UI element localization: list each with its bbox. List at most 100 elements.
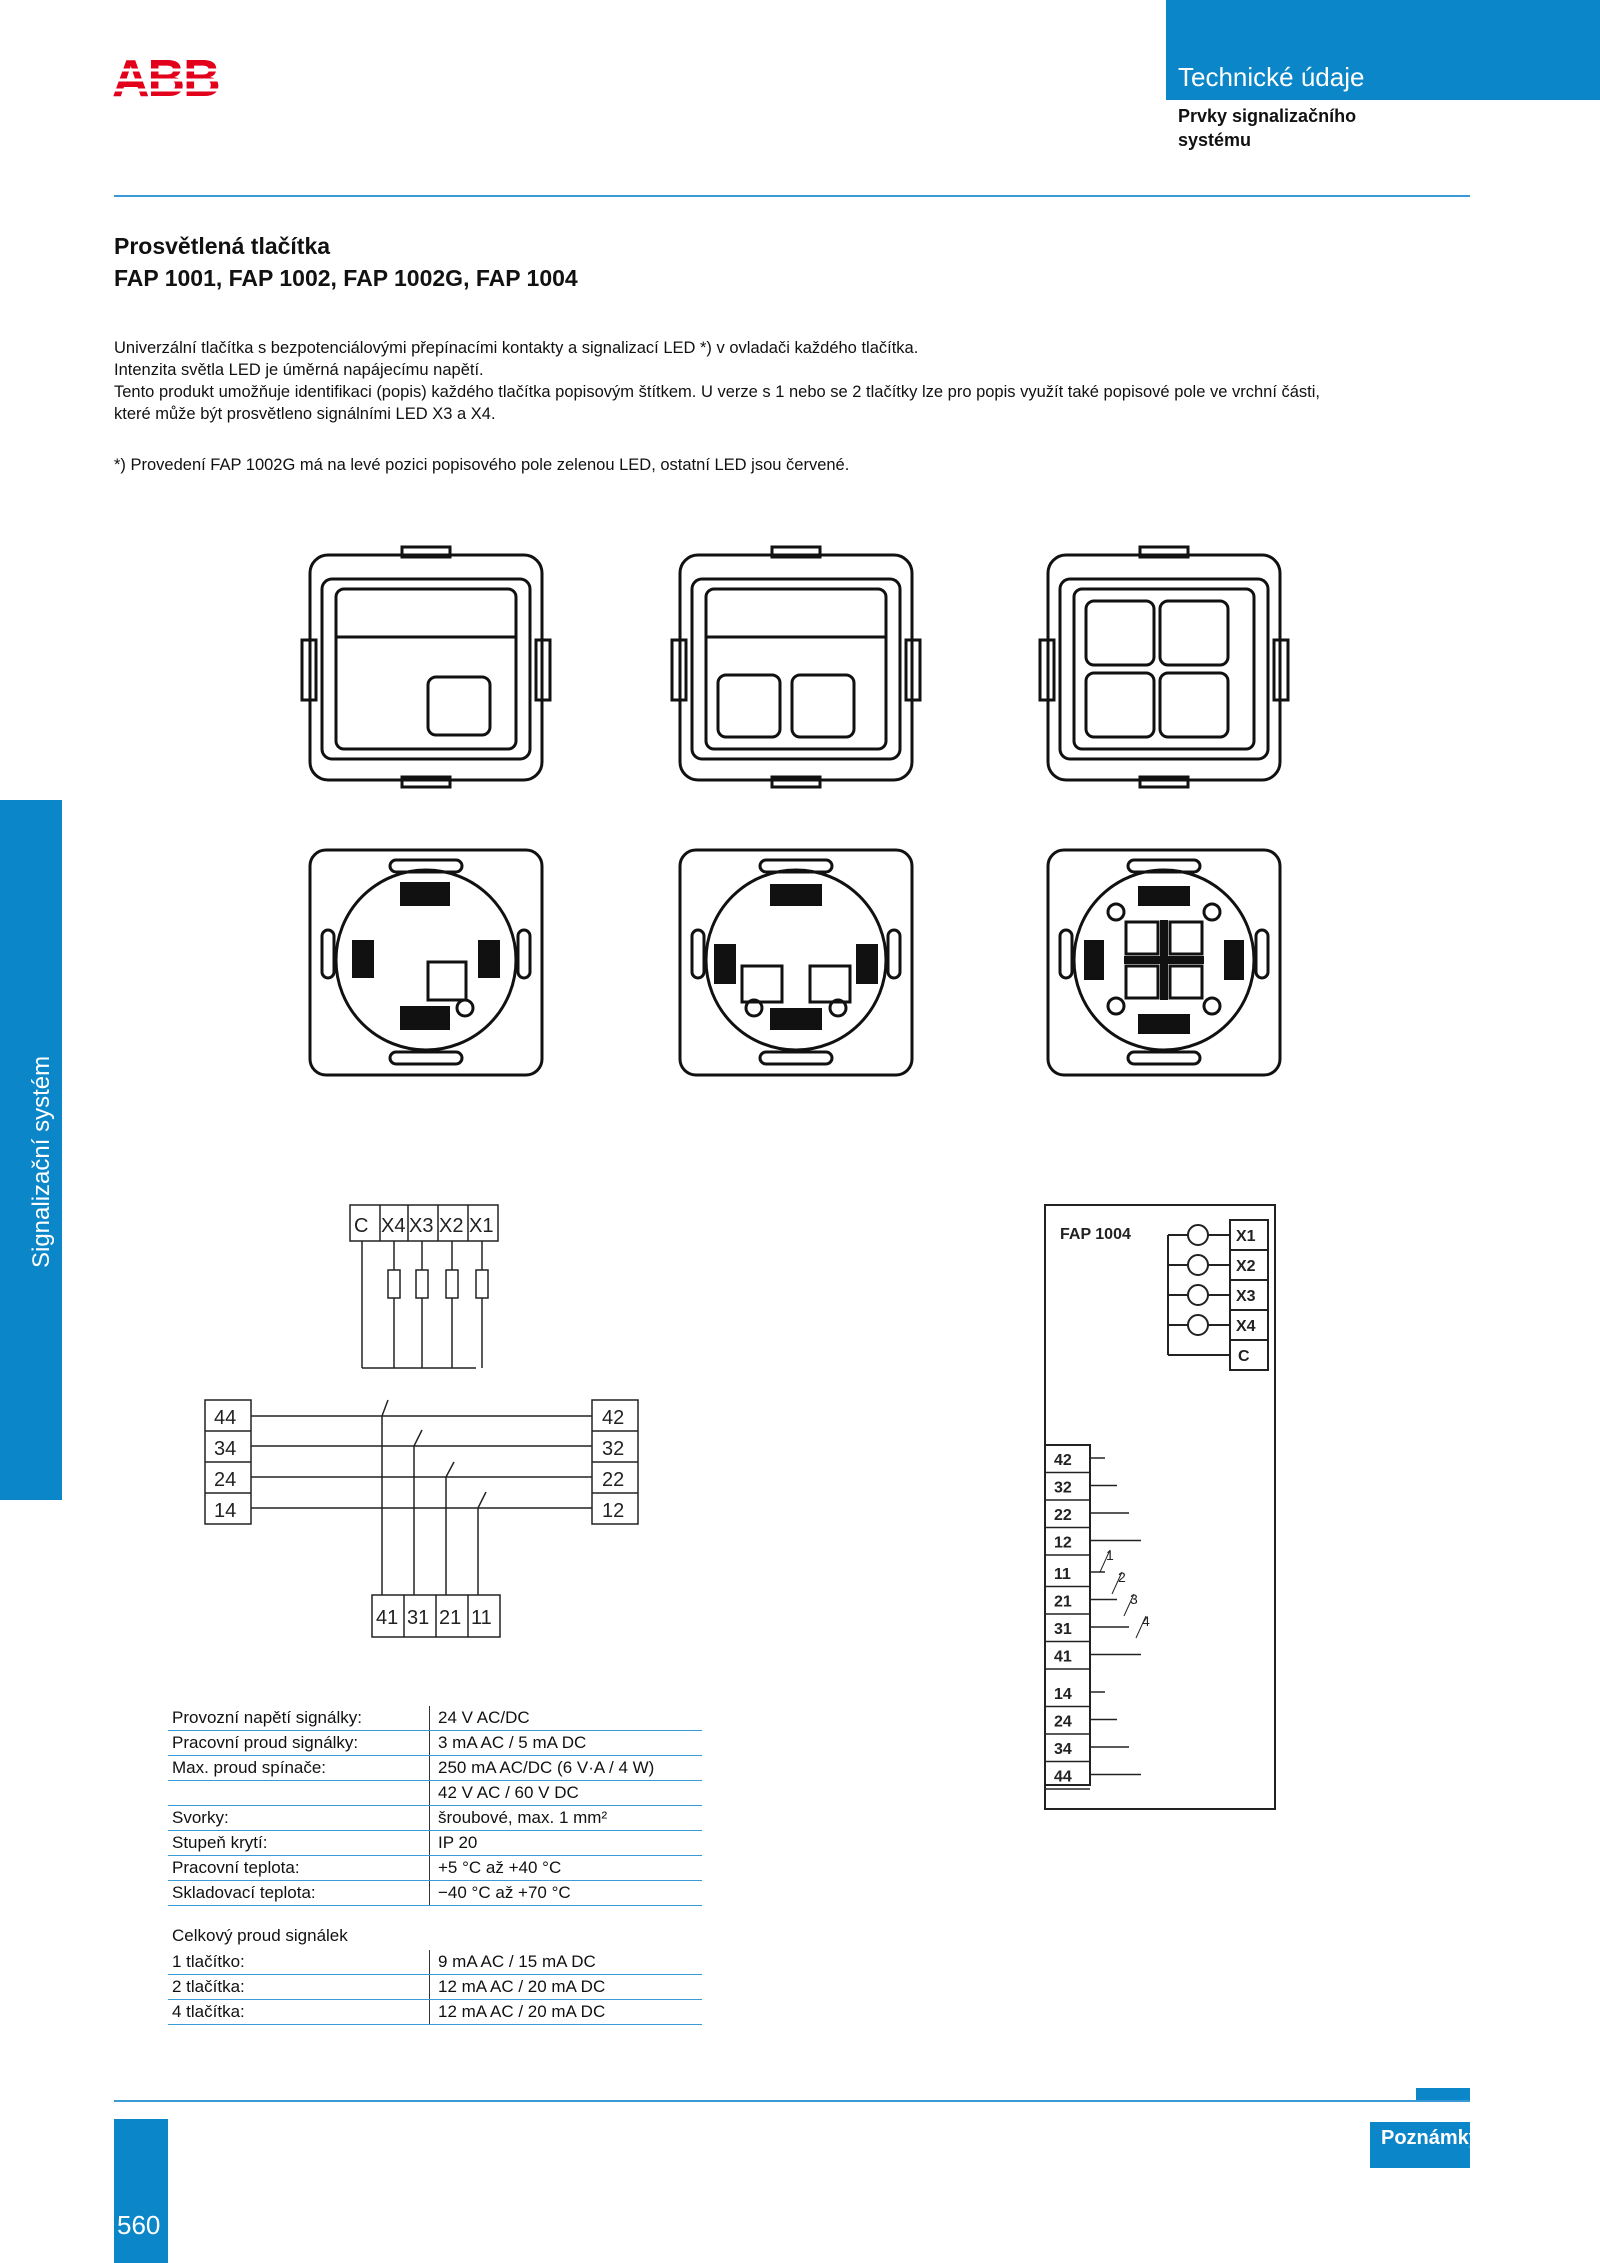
spec-label: 2 tlačítka: bbox=[168, 1974, 430, 2000]
terminal-label: 21 bbox=[1054, 1594, 1072, 1611]
terminal-label: 24 bbox=[214, 1469, 236, 1491]
spec-label: Max. proud spínače: bbox=[168, 1755, 430, 1781]
spec-label: 1 tlačítko: bbox=[168, 1950, 430, 1975]
spec-value: 12 mA AC / 20 mA DC bbox=[429, 1974, 702, 2000]
product-front-drawings bbox=[300, 545, 1290, 789]
terminal-label: 34 bbox=[1054, 1741, 1072, 1758]
spec-row: Pracovní teplota:+5 °C až +40 °C bbox=[168, 1855, 702, 1881]
fap-1004-insert-drawing bbox=[1046, 848, 1282, 1077]
switch-number: 2 bbox=[1118, 1569, 1126, 1585]
spec-value: 3 mA AC / 5 mA DC bbox=[429, 1730, 702, 1756]
spec-label: Pracovní proud signálky: bbox=[168, 1730, 430, 1756]
spec-row: 1 tlačítko:9 mA AC / 15 mA DC bbox=[168, 1950, 702, 1975]
model-label: FAP 1004 bbox=[1060, 1226, 1131, 1243]
fap-1004-front-drawing bbox=[1038, 545, 1290, 789]
terminal-grid bbox=[1045, 1457, 1141, 1790]
spec-value: −40 °C až +70 °C bbox=[429, 1880, 702, 1906]
fap-1002-front-drawing bbox=[670, 545, 922, 789]
fap-1002-insert-drawing bbox=[678, 848, 914, 1077]
terminal-label: X3 bbox=[409, 1215, 433, 1237]
terminal-label: 31 bbox=[407, 1607, 429, 1629]
spec-label: Svorky: bbox=[168, 1805, 430, 1831]
switch-contact bbox=[1135, 1615, 1147, 1639]
spec-row: Stupeň krytí:IP 20 bbox=[168, 1830, 702, 1856]
spec-value: 9 mA AC / 15 mA DC bbox=[429, 1950, 702, 1975]
terminal-label: 41 bbox=[1054, 1649, 1072, 1666]
fap-1001-insert-drawing bbox=[308, 848, 544, 1077]
header-tab bbox=[1166, 0, 1600, 100]
spec-value: IP 20 bbox=[429, 1830, 702, 1856]
spec-row: Svorky:šroubové, max. 1 mm² bbox=[168, 1805, 702, 1831]
terminal-label: 12 bbox=[1054, 1535, 1072, 1552]
spec-label: Skladovací teplota: bbox=[168, 1880, 430, 1906]
spec-value: 12 mA AC / 20 mA DC bbox=[429, 1999, 702, 2025]
spec-label: Stupeň krytí: bbox=[168, 1830, 430, 1856]
notes-label: Poznámky bbox=[1381, 2127, 1480, 2149]
wiring-diagram-right: FAP 1004 X1 X2 X3 X4 C 42322212112131411… bbox=[1044, 1204, 1276, 1810]
terminal-label: 21 bbox=[439, 1607, 461, 1629]
footnote: *) Provedení FAP 1002G má na levé pozici… bbox=[114, 456, 850, 474]
intro-line: Tento produkt umožňuje identifikaci (pop… bbox=[114, 383, 1321, 401]
header-title: Technické údaje bbox=[1178, 62, 1365, 92]
footer-rule bbox=[114, 2100, 1470, 2102]
terminal-label: 44 bbox=[1054, 1769, 1072, 1786]
terminal-label: X3 bbox=[1236, 1288, 1256, 1305]
page-number: 560 bbox=[117, 2210, 161, 2240]
signal-current-caption: Celkový proud signálek bbox=[172, 1926, 348, 1945]
product-title-line1: Prosvětlená tlačítka bbox=[114, 233, 331, 259]
terminal-label: C bbox=[354, 1215, 368, 1237]
spec-row: Max. proud spínače:250 mA AC/DC (6 V·A /… bbox=[168, 1755, 702, 1781]
terminal-label: 44 bbox=[214, 1407, 236, 1429]
terminal-label: 42 bbox=[1054, 1452, 1072, 1469]
intro-line: Intenzita světla LED je úměrná napájecím… bbox=[114, 361, 484, 379]
spec-label: Provozní napětí signálky: bbox=[168, 1706, 430, 1731]
product-insert-drawings bbox=[308, 848, 1282, 1077]
side-tab bbox=[0, 800, 62, 1500]
switch-contact bbox=[1111, 1571, 1123, 1595]
terminal-label: 22 bbox=[602, 1469, 624, 1491]
terminal-label: 32 bbox=[602, 1438, 624, 1460]
intro-line: které může být prosvětleno signálními LE… bbox=[114, 405, 496, 423]
intro-text: Univerzální tlačítka s bezpotenciálovými… bbox=[114, 337, 1494, 425]
terminal-label: X4 bbox=[381, 1215, 405, 1237]
terminal-label: X1 bbox=[1236, 1228, 1256, 1245]
spec-value: 250 mA AC/DC (6 V·A / 4 W) bbox=[429, 1755, 702, 1781]
spec-row: Pracovní proud signálky:3 mA AC / 5 mA D… bbox=[168, 1730, 702, 1756]
notes-tab bbox=[1370, 2122, 1470, 2168]
fap-1001-front-drawing bbox=[300, 545, 552, 789]
terminal-label: X4 bbox=[1236, 1318, 1256, 1335]
terminal-label: 24 bbox=[1054, 1714, 1072, 1731]
terminal-label: 42 bbox=[602, 1407, 624, 1429]
terminal-label: 34 bbox=[214, 1438, 236, 1460]
spec-label bbox=[168, 1780, 430, 1806]
terminal-label: 32 bbox=[1054, 1480, 1072, 1497]
spec-row: 2 tlačítka:12 mA AC / 20 mA DC bbox=[168, 1974, 702, 2000]
switch-number: 3 bbox=[1130, 1591, 1138, 1607]
switch-number: 4 bbox=[1142, 1613, 1150, 1629]
terminal-label: 11 bbox=[471, 1607, 492, 1629]
side-label: Signalizační systém bbox=[28, 1055, 55, 1268]
header-rule bbox=[114, 195, 1470, 197]
terminal-label: X2 bbox=[439, 1215, 463, 1237]
switch-number: 1 bbox=[1106, 1547, 1114, 1563]
spec-label: Pracovní teplota: bbox=[168, 1855, 430, 1881]
terminal-label: 14 bbox=[214, 1500, 236, 1522]
spec-row: 42 V AC / 60 V DC bbox=[168, 1780, 702, 1806]
spec-row: Provozní napětí signálky:24 V AC/DC bbox=[168, 1706, 702, 1731]
notes-tab-marker bbox=[1416, 2088, 1470, 2100]
product-title: Prosvětlená tlačítka FAP 1001, FAP 1002,… bbox=[114, 230, 578, 294]
terminal-label: X2 bbox=[1236, 1258, 1256, 1275]
terminal-label: 14 bbox=[1054, 1686, 1072, 1703]
switch-contact bbox=[1123, 1593, 1135, 1617]
abb-logo: ABB bbox=[112, 50, 227, 108]
header-subtitle: Prvky signalizačního systému bbox=[1178, 106, 1357, 150]
switch-contact bbox=[1099, 1549, 1111, 1573]
terminal-label: X1 bbox=[469, 1215, 493, 1237]
logo-text: ABB bbox=[112, 52, 219, 102]
terminal-label: 31 bbox=[1054, 1621, 1072, 1638]
spec-value: 42 V AC / 60 V DC bbox=[429, 1780, 702, 1806]
page-number-tab bbox=[114, 2119, 168, 2263]
terminal-label: 11 bbox=[1054, 1566, 1071, 1583]
